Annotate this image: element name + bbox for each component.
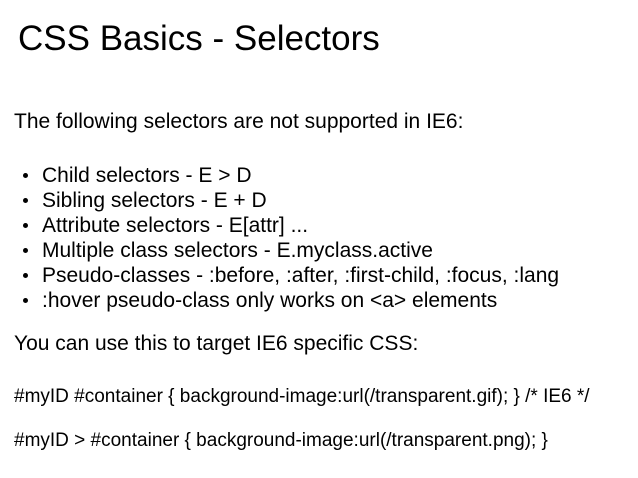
bullet-icon — [23, 273, 28, 278]
bullet-text: Multiple class selectors - E.myclass.act… — [42, 239, 433, 262]
bullet-text: Attribute selectors - E[attr] ... — [42, 214, 309, 237]
code-line-child-png: #myID > #container { background-image:ur… — [14, 430, 548, 451]
bullet-icon — [23, 223, 28, 228]
bullet-text: :hover pseudo-class only works on <a> el… — [42, 289, 498, 312]
code-line-ie6-gif: #myID #container { background-image:url(… — [14, 386, 590, 407]
bullet-text: Pseudo-classes - :before, :after, :first… — [42, 264, 560, 287]
bullet-text: Child selectors - E > D — [42, 164, 252, 187]
intro-text: The following selectors are not supporte… — [14, 110, 464, 133]
bullet-icon — [23, 198, 28, 203]
list-item: :hover pseudo-class only works on <a> el… — [23, 288, 559, 313]
list-item: Child selectors - E > D — [23, 163, 559, 188]
list-item: Pseudo-classes - :before, :after, :first… — [23, 263, 559, 288]
bullet-icon — [23, 298, 28, 303]
bullet-list: Child selectors - E > D Sibling selector… — [23, 163, 559, 313]
bullet-icon — [23, 173, 28, 178]
list-item: Sibling selectors - E + D — [23, 188, 559, 213]
list-item: Attribute selectors - E[attr] ... — [23, 213, 559, 238]
bullet-icon — [23, 248, 28, 253]
list-item: Multiple class selectors - E.myclass.act… — [23, 238, 559, 263]
slide-title: CSS Basics - Selectors — [18, 19, 380, 58]
target-text: You can use this to target IE6 specific … — [14, 332, 419, 355]
bullet-text: Sibling selectors - E + D — [42, 189, 267, 212]
